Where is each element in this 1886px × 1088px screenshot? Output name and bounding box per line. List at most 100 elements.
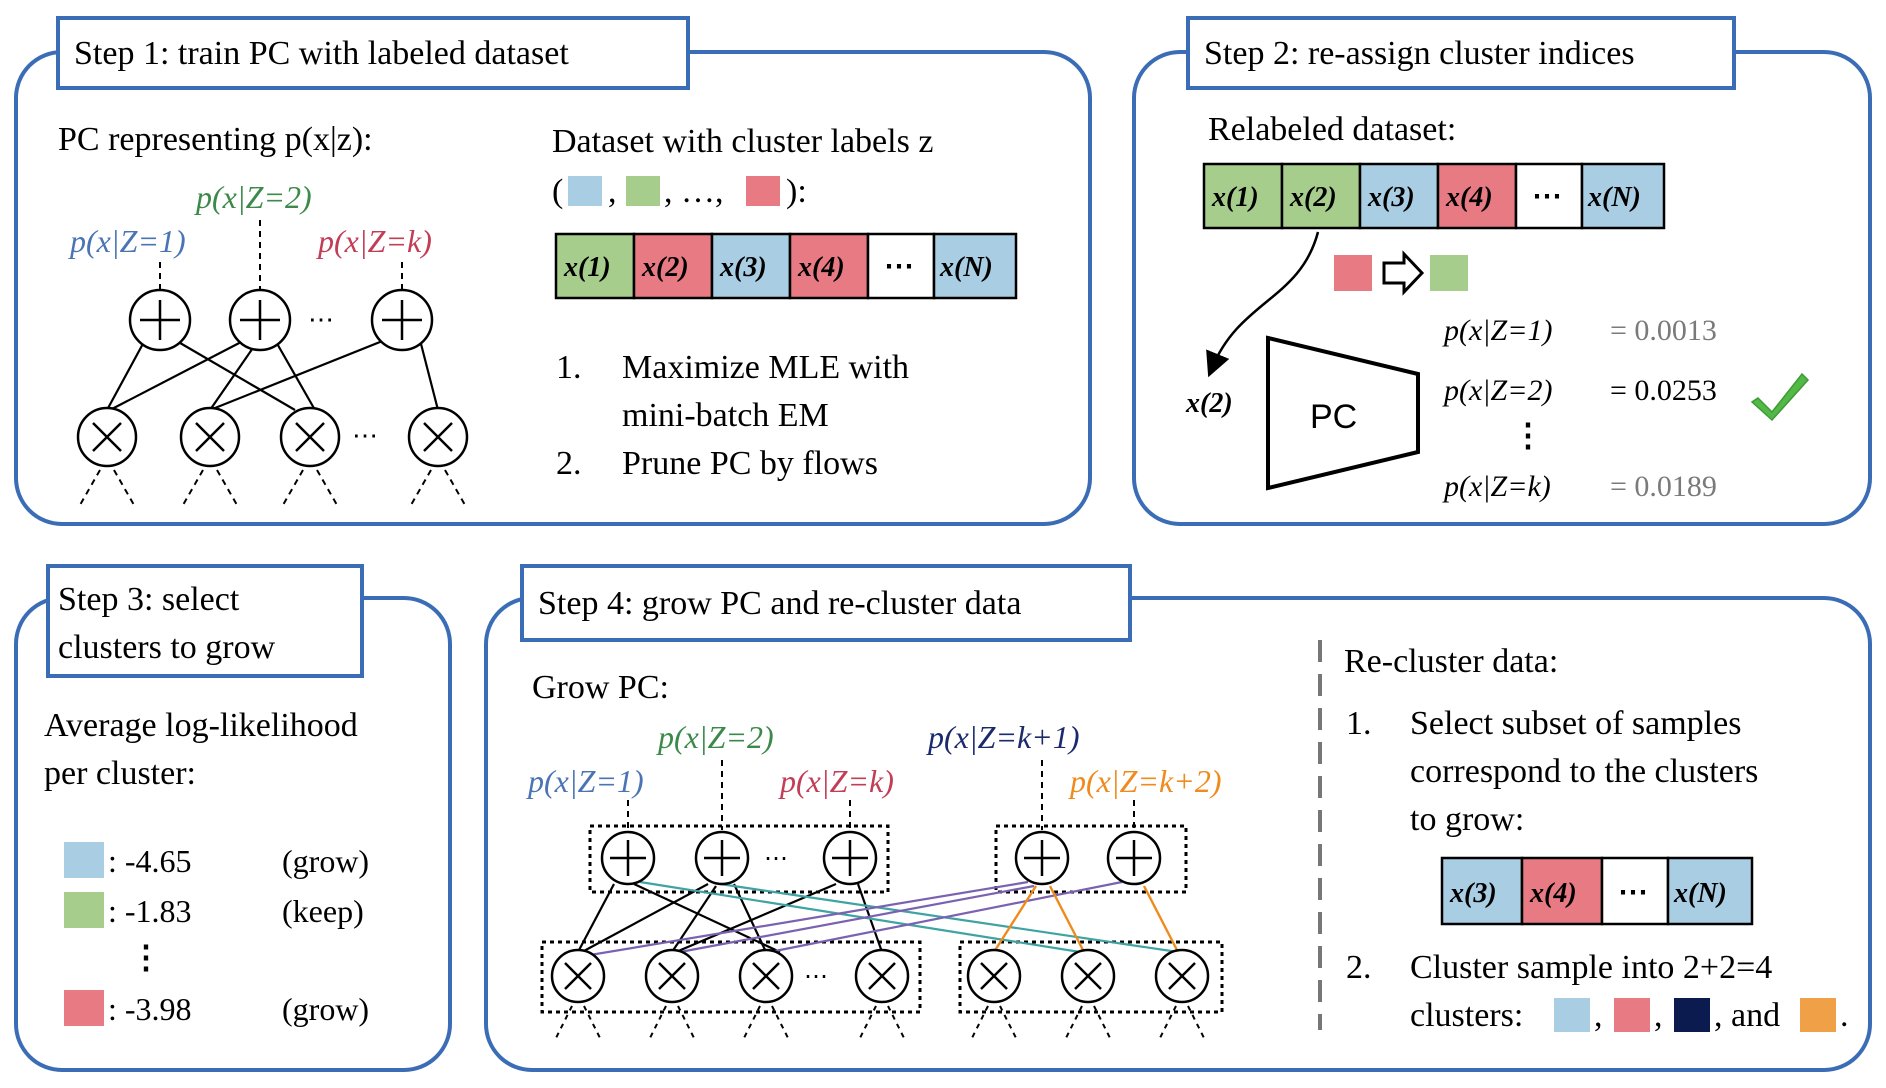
step-line: Maximize MLE with xyxy=(622,349,909,386)
legend-swatch-blue xyxy=(568,176,602,206)
vdots: ⋮ xyxy=(1512,417,1544,453)
relabeled-heading: Relabeled dataset: xyxy=(1208,111,1456,148)
step-num: 1. xyxy=(556,349,582,386)
step2-title: Step 2: re-assign cluster indices xyxy=(1204,35,1635,72)
product-node xyxy=(179,406,241,468)
likelihood-value: = 0.0013 xyxy=(1610,314,1717,347)
label-zk: p(x|Z=k) xyxy=(316,223,432,259)
data-cell: x(4) xyxy=(797,252,845,283)
swatch-red xyxy=(1334,255,1372,291)
step-num: 2. xyxy=(556,445,582,482)
relabel-arrow-icon xyxy=(1382,250,1425,296)
data-cell: x(2) xyxy=(641,252,689,283)
step-line: mini-batch EM xyxy=(622,397,829,434)
sum-node xyxy=(822,830,878,886)
step1-title: Step 1: train PC with labeled dataset xyxy=(74,35,569,72)
cluster-swatch-green xyxy=(64,892,104,928)
sum-node xyxy=(694,830,750,886)
ellipsis: ⋯ xyxy=(308,305,334,334)
cluster-swatch-red xyxy=(1614,998,1650,1032)
cluster-swatch-orange xyxy=(1800,998,1836,1032)
step4-panel: Step 4: grow PC and re-cluster data Grow… xyxy=(484,564,1872,1072)
paren-open: ( xyxy=(552,173,563,210)
legend-mid: , …, xyxy=(664,173,724,210)
curved-arrow-icon xyxy=(1206,231,1320,378)
ll-action: (keep) xyxy=(282,893,364,929)
cluster-swatch-blue xyxy=(1554,998,1590,1032)
label-z1: p(x|Z=1) xyxy=(68,223,186,259)
data-cell: x(N) xyxy=(1587,182,1641,213)
pc-block xyxy=(1266,335,1420,491)
sum-node xyxy=(128,288,192,352)
data-cell: ⋯ xyxy=(884,250,914,283)
sum-node xyxy=(228,288,292,352)
data-cell: x(N) xyxy=(1673,878,1727,909)
new-product-node xyxy=(1154,948,1210,1004)
step2-panel: Step 2: re-assign cluster indices Relabe… xyxy=(1132,16,1872,526)
product-node xyxy=(644,948,700,1004)
label-z2: p(x|Z=2) xyxy=(194,179,312,215)
data-cell: ⋯ xyxy=(1618,876,1648,909)
product-node xyxy=(550,948,606,1004)
label-z2: p(x|Z=2) xyxy=(656,719,774,755)
data-cell: x(4) xyxy=(1529,878,1577,909)
item-line: Cluster sample into 2+2=4 xyxy=(1410,949,1772,986)
step3-title-line1: Step 3: select xyxy=(58,581,240,618)
recluster-heading: Re-cluster data: xyxy=(1344,643,1558,680)
ellipsis: ⋯ xyxy=(764,846,788,872)
step3-title-line2: clusters to grow xyxy=(58,629,276,666)
cluster-swatch-navy xyxy=(1674,998,1710,1032)
likelihood-value: = 0.0189 xyxy=(1610,470,1717,503)
new-sum-node xyxy=(1106,830,1162,886)
new-product-node xyxy=(966,948,1022,1004)
separator: , xyxy=(1654,997,1663,1034)
separator: , and xyxy=(1714,997,1780,1034)
ll-value: : -3.98 xyxy=(108,991,192,1027)
item-line: correspond to the clusters xyxy=(1410,753,1758,790)
data-cell: x(1) xyxy=(1211,182,1259,213)
cluster-swatch-red xyxy=(64,990,104,1026)
sum-node xyxy=(370,288,434,352)
product-node xyxy=(407,406,469,468)
legend-swatch-green xyxy=(626,176,660,206)
legend-swatch-red xyxy=(746,176,780,206)
check-icon xyxy=(1750,372,1810,422)
relabeled-dataset-row: x(1) x(2) x(3) x(4) ⋯ x(N) xyxy=(1202,162,1666,230)
sum-node xyxy=(600,830,656,886)
item-num: 1. xyxy=(1346,705,1372,742)
cluster-swatch-blue xyxy=(64,842,104,878)
item-line: Select subset of samples xyxy=(1410,705,1741,742)
avg-ll-heading: Average log-likelihood xyxy=(44,707,358,744)
data-cell: x(N) xyxy=(939,252,993,283)
ll-action: (grow) xyxy=(282,991,369,1027)
likelihood-expr: p(x|Z=2) xyxy=(1442,374,1552,407)
vdots: ⋮ xyxy=(130,939,162,975)
ellipsis: ⋯ xyxy=(804,964,828,990)
data-cell: ⋯ xyxy=(1532,180,1562,213)
label-z1: p(x|Z=1) xyxy=(526,763,644,799)
sum-group-box xyxy=(588,824,890,894)
product-node xyxy=(279,406,341,468)
product-node xyxy=(738,948,794,1004)
dataset-heading: Dataset with cluster labels z xyxy=(552,123,933,160)
data-cell: x(2) xyxy=(1289,182,1337,213)
new-product-group-box xyxy=(958,940,1224,1014)
product-node xyxy=(854,948,910,1004)
pc-heading: PC representing p(x|z): xyxy=(58,121,373,158)
paren-close: ): xyxy=(786,173,807,210)
label-zk2: p(x|Z=k+2) xyxy=(1068,763,1222,799)
step-line: Prune PC by flows xyxy=(622,445,878,482)
subset-row: x(3) x(4) ⋯ x(N) xyxy=(1440,856,1754,926)
data-cell: x(3) xyxy=(1449,878,1497,909)
label-zk1: p(x|Z=k+1) xyxy=(926,719,1080,755)
ll-action: (grow) xyxy=(282,843,369,879)
likelihood-value: = 0.0253 xyxy=(1610,374,1717,407)
data-cell: x(1) xyxy=(563,252,611,283)
step4-title: Step 4: grow PC and re-cluster data xyxy=(538,585,1021,622)
svg-text:,: , xyxy=(608,173,617,210)
step1-panel: Step 1: train PC with labeled dataset PC… xyxy=(14,16,1092,526)
separator: , xyxy=(1594,997,1603,1034)
item-num: 2. xyxy=(1346,949,1372,986)
step3-panel: Step 3: select clusters to grow Average … xyxy=(14,564,452,1072)
